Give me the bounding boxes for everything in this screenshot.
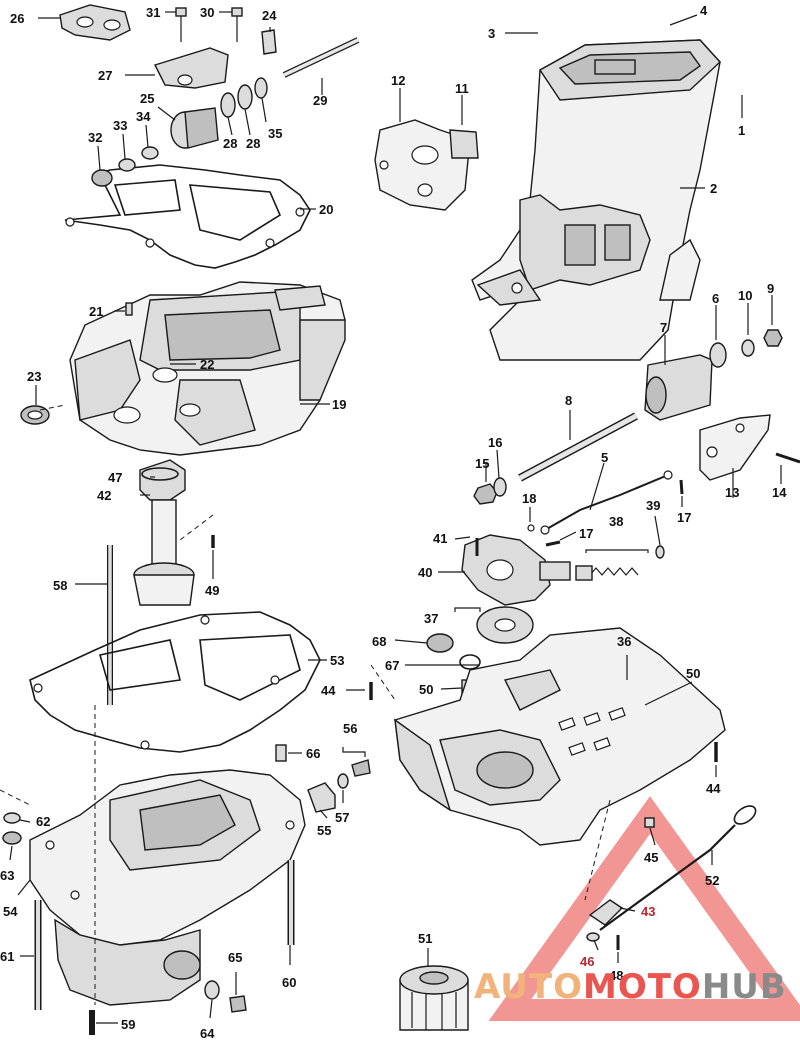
part-label-64: 64 <box>200 1026 215 1041</box>
part-label-57: 57 <box>335 810 349 825</box>
oil-pan <box>369 627 726 846</box>
part-label-36: 36 <box>617 634 631 649</box>
part-label-18: 18 <box>522 491 536 506</box>
part-label-33: 33 <box>113 118 127 133</box>
part-label-34: 34 <box>136 109 151 124</box>
part-label-21: 21 <box>89 304 103 319</box>
part-label-16: 16 <box>488 435 502 450</box>
part-label-12: 12 <box>391 73 405 88</box>
part-label-28b: 28 <box>246 136 260 151</box>
part-label-14: 14 <box>772 485 787 500</box>
part-label-53: 53 <box>330 653 344 668</box>
part-label-60: 60 <box>282 975 296 990</box>
part-labels: 1 2 3 4 5 6 7 8 9 10 11 12 13 14 15 16 1… <box>0 3 787 1041</box>
top-small-parts <box>59 4 360 187</box>
exhaust-tube <box>133 459 215 606</box>
part-label-24: 24 <box>262 8 277 23</box>
watermark-triangle <box>488 796 800 1021</box>
part-label-20: 20 <box>319 202 333 217</box>
adapter-plate <box>69 281 346 456</box>
part-label-38: 38 <box>609 514 623 529</box>
watermark-text-hub: HUB <box>702 967 787 1007</box>
part-label-51: 51 <box>418 931 432 946</box>
leader-lines <box>9 11 782 1024</box>
part-label-7: 7 <box>660 320 667 335</box>
oil-filter <box>399 965 469 1031</box>
lower-adapter <box>0 404 611 1035</box>
watermark-text-moto: MOTO <box>583 967 702 1007</box>
part-label-42: 42 <box>97 488 111 503</box>
part-label-41: 41 <box>433 531 447 546</box>
watermark-logo <box>488 796 800 1021</box>
part-label-17a: 17 <box>677 510 691 525</box>
part-label-55: 55 <box>317 823 331 838</box>
part-label-4: 4 <box>700 3 708 18</box>
part-label-6: 6 <box>712 291 719 306</box>
part-label-44a: 44 <box>321 683 336 698</box>
part-label-31: 31 <box>146 5 160 20</box>
part-label-3: 3 <box>488 26 495 41</box>
part-label-50a: 50 <box>419 682 433 697</box>
part-label-40: 40 <box>418 565 432 580</box>
driveshaft-housing <box>471 39 721 361</box>
part-label-5: 5 <box>601 450 608 465</box>
part-label-28a: 28 <box>223 136 237 151</box>
part-label-2: 2 <box>710 181 717 196</box>
part-label-61: 61 <box>0 949 14 964</box>
mid-right-parts <box>473 329 800 547</box>
part-label-17b: 17 <box>579 526 593 541</box>
part-label-39: 39 <box>646 498 660 513</box>
part-label-54: 54 <box>3 904 18 919</box>
part-label-26: 26 <box>10 11 24 26</box>
part-label-13: 13 <box>725 485 739 500</box>
part-label-44b: 44 <box>706 781 721 796</box>
part-label-30: 30 <box>200 5 214 20</box>
bracket-parts <box>374 119 479 211</box>
part-label-59: 59 <box>121 1017 135 1032</box>
part-label-46: 46 <box>580 954 594 969</box>
part-label-43: 43 <box>641 904 655 919</box>
part-label-1: 1 <box>738 123 745 138</box>
part-label-11: 11 <box>455 81 469 96</box>
part-label-15: 15 <box>475 456 489 471</box>
part-label-27: 27 <box>98 68 112 83</box>
part-label-22: 22 <box>200 357 214 372</box>
part-label-45: 45 <box>644 850 658 865</box>
part-label-29: 29 <box>313 93 327 108</box>
part-label-47: 47 <box>108 470 122 485</box>
part-label-65: 65 <box>228 950 242 965</box>
part-label-48: 48 <box>609 968 623 983</box>
part-label-63: 63 <box>0 868 14 883</box>
part-label-66: 66 <box>306 746 320 761</box>
part-label-58: 58 <box>53 578 67 593</box>
part-label-19: 19 <box>332 397 346 412</box>
part-label-32: 32 <box>88 130 102 145</box>
part-label-37: 37 <box>424 611 438 626</box>
part-label-9: 9 <box>767 281 774 296</box>
part-label-35: 35 <box>268 126 282 141</box>
seals <box>20 302 133 425</box>
part-label-56: 56 <box>343 721 357 736</box>
gasket-53 <box>29 611 321 753</box>
part-label-8: 8 <box>565 393 572 408</box>
dipstick-parts <box>586 805 757 950</box>
part-label-23: 23 <box>27 369 41 384</box>
part-label-68: 68 <box>372 634 386 649</box>
svg-text:AUTOMOTOHUB: AUTOMOTOHUB <box>474 967 787 1007</box>
part-label-50b: 50 <box>686 666 700 681</box>
part-label-49: 49 <box>205 583 219 598</box>
watermark-text: AUTOMOTOHUB <box>474 967 787 1007</box>
part-label-62: 62 <box>36 814 50 829</box>
part-label-67: 67 <box>385 658 399 673</box>
watermark-text-auto: AUTO <box>474 967 583 1007</box>
part-label-10: 10 <box>738 288 752 303</box>
part-label-52: 52 <box>705 873 719 888</box>
oil-pump-parts <box>426 534 665 714</box>
part-label-25: 25 <box>140 91 154 106</box>
